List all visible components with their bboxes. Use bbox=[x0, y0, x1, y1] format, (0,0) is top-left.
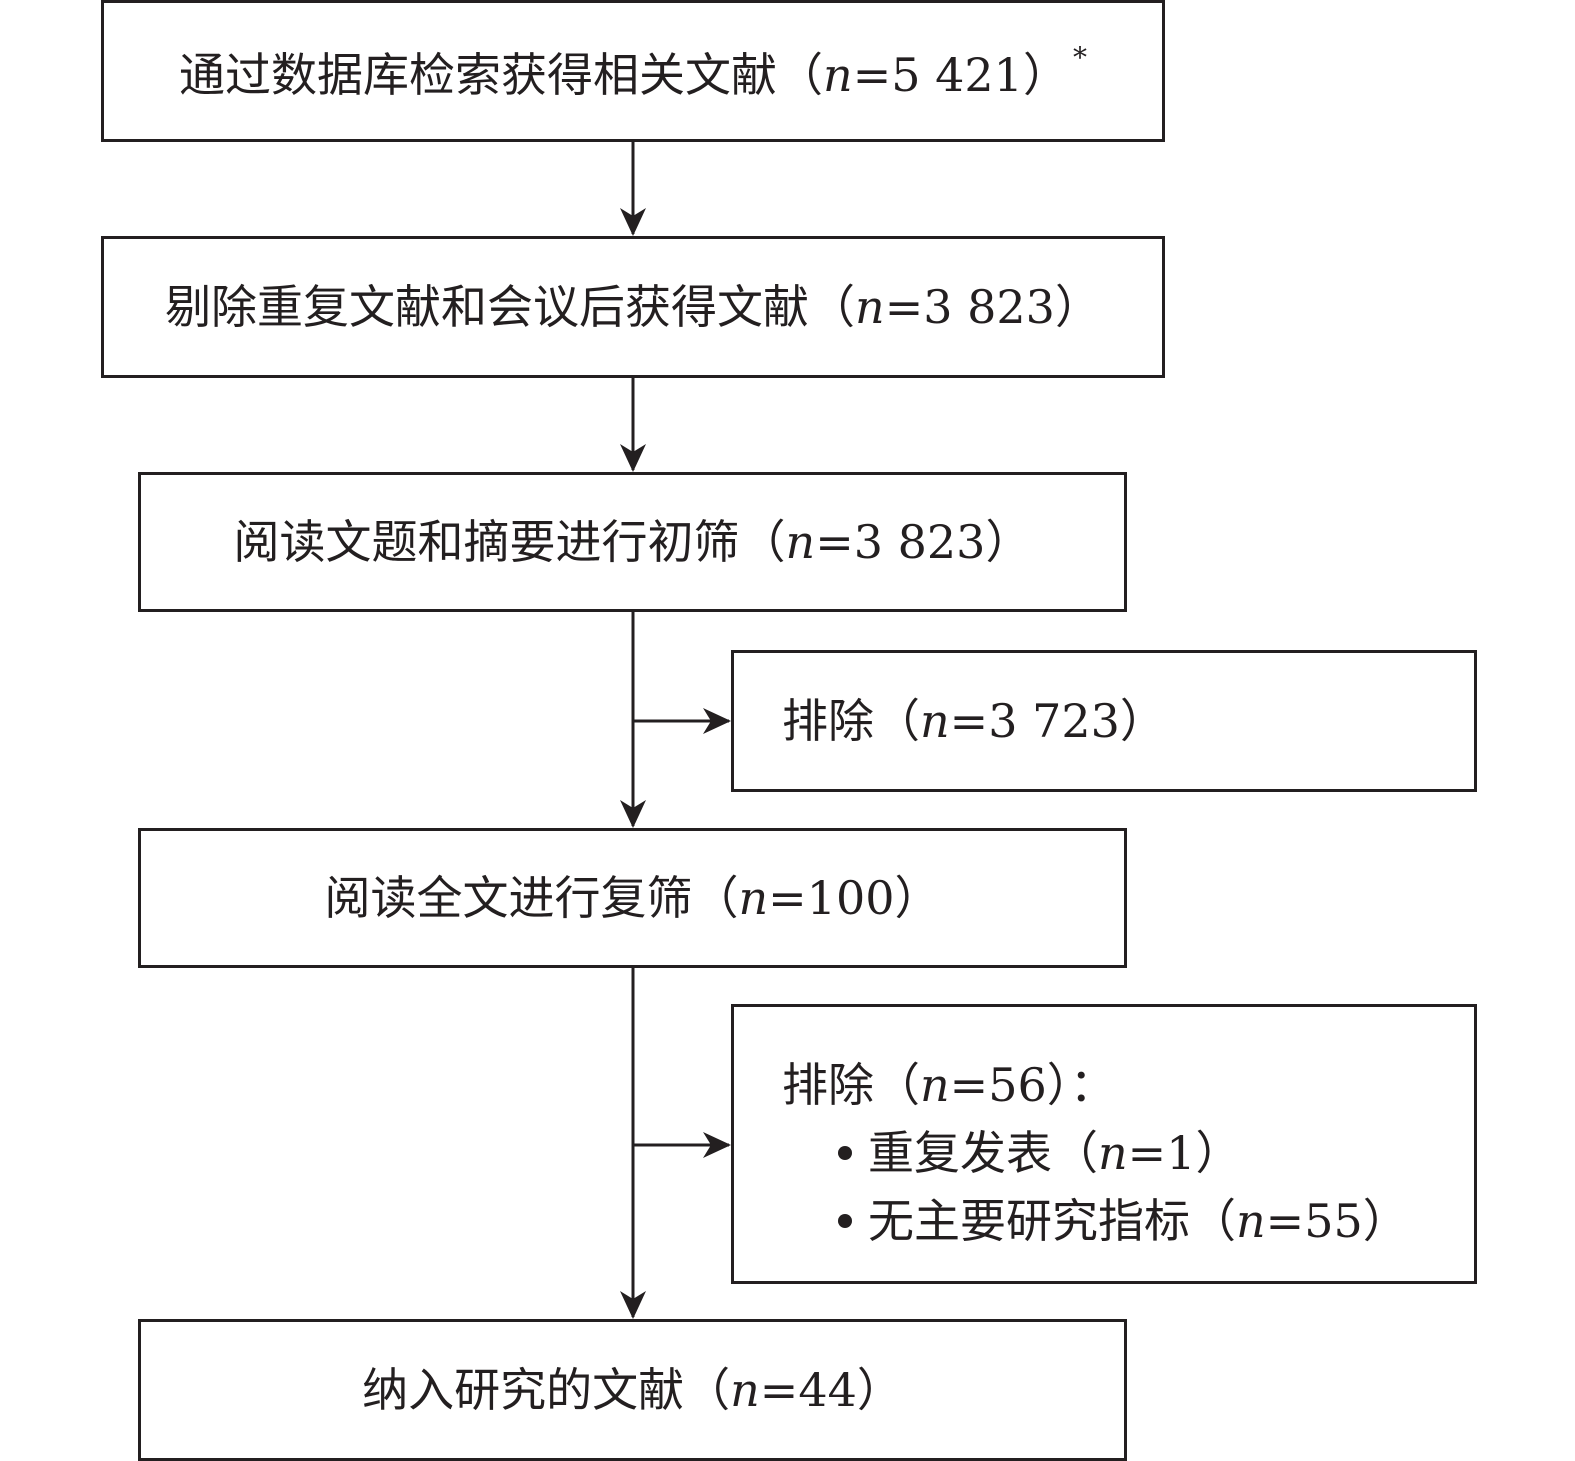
box-exclude1-text: 排除（n=3 723） bbox=[782, 694, 1166, 748]
box-exclusion-2: 排除（n=56）： 重复发表（n=1） 无主要研究指标（n=55） bbox=[731, 1004, 1477, 1284]
box-after-dedup: 剔除重复文献和会议后获得文献（n=3 823） bbox=[101, 236, 1165, 378]
arrowhead-2 bbox=[620, 444, 646, 472]
arrowhead-4 bbox=[703, 708, 731, 734]
arrowhead-5 bbox=[620, 1291, 646, 1319]
footnote-mark: * bbox=[1072, 41, 1087, 74]
exclusion-reason-no-outcome: 无主要研究指标（n=55） bbox=[782, 1187, 1474, 1255]
arrowhead-1 bbox=[620, 208, 646, 236]
box-included-studies: 纳入研究的文献（n=44） bbox=[138, 1319, 1127, 1461]
arrowhead-6 bbox=[703, 1132, 731, 1158]
box-screen2-text: 阅读全文进行复筛（n=100） bbox=[324, 871, 941, 925]
box-full-text-screen: 阅读全文进行复筛（n=100） bbox=[138, 828, 1127, 968]
box-dedup-text: 剔除重复文献和会议后获得文献（n=3 823） bbox=[165, 280, 1101, 334]
arrowhead-3 bbox=[620, 800, 646, 828]
exclusion-2-heading: 排除（n=56）： bbox=[782, 1058, 1116, 1112]
bullet-icon bbox=[838, 1214, 852, 1228]
box-search-results: 通过数据库检索获得相关文献（n=5 421）* bbox=[101, 0, 1165, 142]
box-included-text: 纳入研究的文献（n=44） bbox=[362, 1363, 903, 1417]
exclusion-reason-duplicate: 重复发表（n=1） bbox=[782, 1119, 1474, 1187]
box-exclusion-1: 排除（n=3 723） bbox=[731, 650, 1477, 792]
box-search-text: 通过数据库检索获得相关文献（n=5 421）* bbox=[179, 41, 1087, 102]
box-title-abstract-screen: 阅读文题和摘要进行初筛（n=3 823） bbox=[138, 472, 1127, 612]
box-screen1-text: 阅读文题和摘要进行初筛（n=3 823） bbox=[233, 515, 1032, 569]
bullet-icon bbox=[838, 1146, 852, 1160]
